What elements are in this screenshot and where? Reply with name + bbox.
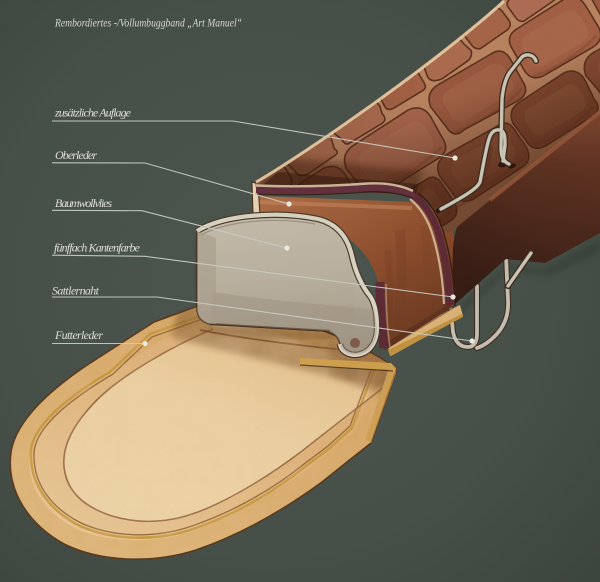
svg-text:fünffach Kantenfarbe: fünffach Kantenfarbe [54, 241, 141, 255]
svg-text:Baumwollvlies: Baumwollvlies [55, 196, 112, 210]
svg-text:Rembordiertes -/Vollumbuggband: Rembordiertes -/Vollumbuggband „Art Manu… [54, 16, 242, 30]
svg-text:Oberleder: Oberleder [55, 148, 97, 162]
svg-text:Futterleder: Futterleder [54, 328, 103, 342]
svg-text:zusätzliche Auflage: zusätzliche Auflage [54, 106, 132, 120]
svg-text:Sattlernaht: Sattlernaht [52, 284, 100, 298]
